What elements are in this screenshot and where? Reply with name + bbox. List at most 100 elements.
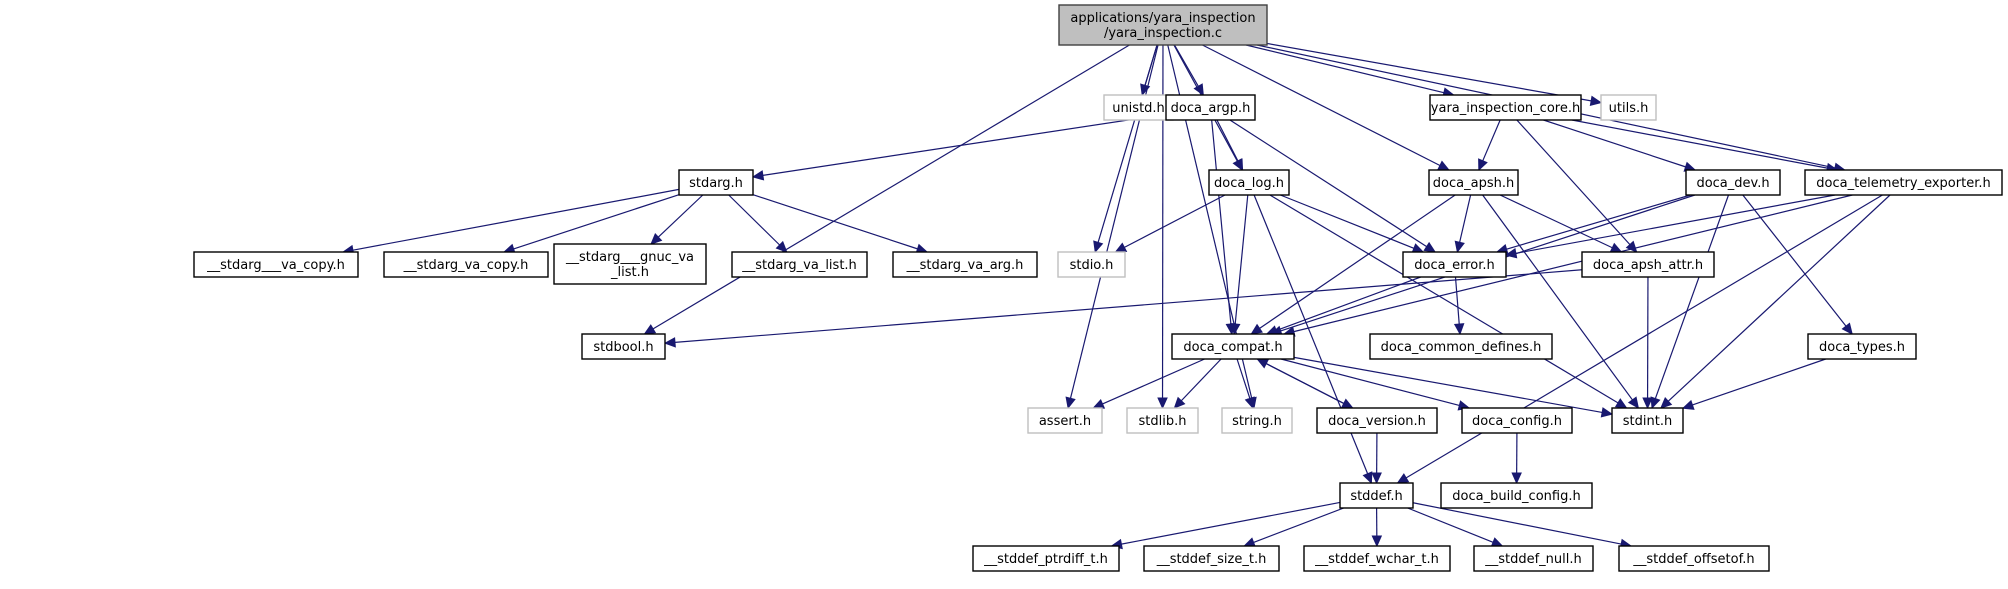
node-box[interactable] — [1618, 545, 1770, 572]
node-box[interactable] — [892, 251, 1038, 278]
edge-line — [1667, 194, 1891, 402]
node-box[interactable] — [1402, 251, 1507, 278]
node-stddef-offsetof-h[interactable]: __stddef_offsetof.h — [1618, 545, 1770, 572]
node-box[interactable] — [1461, 407, 1573, 434]
edge-line — [1499, 194, 1613, 249]
arrowhead-icon — [1423, 241, 1437, 253]
node-stddef-wchar-t-h[interactable]: __stddef_wchar_t.h — [1303, 545, 1451, 572]
node-label: __stdarg_va_copy.h — [403, 258, 529, 273]
node-box[interactable] — [1143, 545, 1280, 572]
edge-doca-error-to-doca-compat — [1265, 276, 1421, 336]
node-box[interactable] — [383, 251, 549, 278]
node-doca-common-defines-h[interactable]: doca_common_defines.h — [1369, 333, 1553, 360]
node-label: __stddef_offsetof.h — [1632, 552, 1754, 567]
edge-line — [1180, 358, 1222, 402]
edge-doca-error-to-doca-common — [1453, 276, 1465, 336]
node-box[interactable] — [581, 333, 666, 360]
edge-doca-dev-to-stdint — [1650, 194, 1730, 410]
node-box[interactable] — [1171, 333, 1295, 360]
node-box[interactable] — [1316, 407, 1438, 434]
node-label: __stdarg_va_list.h — [741, 258, 857, 273]
arrowhead-icon — [1841, 322, 1853, 335]
node-utils-h: utils.h — [1600, 94, 1657, 121]
edge-line — [1245, 44, 1445, 94]
node-label: doca_log.h — [1214, 176, 1284, 191]
node-box[interactable] — [1165, 94, 1256, 121]
edge-stddef-to-sptrdiff — [1110, 501, 1341, 550]
node-box[interactable] — [1339, 482, 1414, 509]
node-box[interactable] — [1440, 482, 1593, 509]
node-box[interactable] — [1303, 545, 1451, 572]
edge-doca-compat-to-string — [1236, 358, 1255, 410]
edge-line — [1543, 119, 1686, 168]
node-doca-apsh-h[interactable]: doca_apsh.h — [1428, 169, 1519, 196]
arrowhead-icon — [1411, 243, 1425, 254]
node-stdbool-h[interactable]: stdbool.h — [581, 333, 666, 360]
node-label: stdio.h — [1070, 258, 1114, 273]
node-label: assert.h — [1039, 414, 1091, 429]
node-box[interactable] — [1473, 545, 1594, 572]
edge-line — [1742, 194, 1847, 327]
node-label: stdint.h — [1623, 414, 1672, 429]
edge-doca-log-to-stdio — [1114, 194, 1226, 253]
node-stdarg-va-copy-h[interactable]: __stdarg___va_copy.h — [193, 251, 359, 278]
node-box[interactable] — [678, 169, 754, 196]
node-yara-inspection-core-h[interactable]: yara_inspection_core.h — [1429, 94, 1582, 121]
node-string-h: string.h — [1221, 407, 1293, 434]
edge-line — [1265, 363, 1353, 409]
node-doca-log-h[interactable]: doca_log.h — [1208, 169, 1290, 196]
node-box[interactable] — [1428, 169, 1519, 196]
node-stdarg-va-arg-h[interactable]: __stdarg_va_arg.h — [892, 251, 1038, 278]
node-doca-build-config-h[interactable]: doca_build_config.h — [1440, 482, 1593, 509]
node-label: doca_build_config.h — [1452, 489, 1580, 504]
node-box[interactable] — [972, 545, 1120, 572]
arrowhead-icon — [1600, 407, 1614, 418]
node-doca-version-h[interactable]: doca_version.h — [1316, 407, 1438, 434]
edge-stddef-to-ssize — [1243, 507, 1344, 548]
node-label: stddef.h — [1350, 489, 1402, 504]
node-box[interactable] — [1807, 333, 1917, 360]
node-doca-dev-h[interactable]: doca_dev.h — [1685, 169, 1781, 196]
node-doca-config-h[interactable]: doca_config.h — [1461, 407, 1573, 434]
node-doca-apsh-attr-h[interactable]: doca_apsh_attr.h — [1581, 251, 1715, 278]
edge-doca-argp-to-doca-log — [1216, 119, 1244, 172]
node-box[interactable] — [553, 243, 707, 285]
node-stddef-null-h[interactable]: __stddef_null.h — [1473, 545, 1594, 572]
node-stdarg-h[interactable]: stdarg.h — [678, 169, 754, 196]
node-box[interactable] — [731, 251, 868, 278]
edge-line — [1506, 194, 1691, 250]
node-stdarg-va-copy-h[interactable]: __stdarg_va_copy.h — [383, 251, 549, 278]
node-stddef-size-t-h[interactable]: __stddef_size_t.h — [1143, 545, 1280, 572]
node-box[interactable] — [1208, 169, 1290, 196]
node-label: doca_telemetry_exporter.h — [1816, 176, 1990, 191]
edge-stdarg-to-sgnuc — [650, 194, 704, 245]
arrowhead-icon — [1660, 396, 1673, 409]
node-stddef-ptrdiff-t-h[interactable]: __stddef_ptrdiff_t.h — [972, 545, 1120, 572]
node-stdarg-gnuc-va-list-h[interactable]: __stdarg___gnuc_va_list.h — [553, 243, 707, 285]
node-label: doca_compat.h — [1183, 340, 1282, 355]
node-doca-argp-h[interactable]: doca_argp.h — [1165, 94, 1256, 121]
node-box[interactable] — [1429, 94, 1582, 121]
node-stdarg-va-list-h[interactable]: __stdarg_va_list.h — [731, 251, 868, 278]
node-stdint-h[interactable]: stdint.h — [1611, 407, 1684, 434]
edge-line — [752, 194, 918, 250]
node-box[interactable] — [1581, 251, 1715, 278]
edge-doca-compat-to-stdlib — [1173, 358, 1222, 409]
node-box[interactable] — [1369, 333, 1553, 360]
node-box[interactable] — [1804, 169, 2003, 196]
arrowhead-icon — [1589, 95, 1603, 106]
edge-line — [728, 194, 781, 246]
node-doca-error-h[interactable]: doca_error.h — [1402, 251, 1507, 278]
edge-stddef-to-swchar — [1371, 507, 1383, 548]
node-doca-types-h[interactable]: doca_types.h — [1807, 333, 1917, 360]
arrowhead-icon — [1504, 248, 1518, 259]
node-doca-compat-h[interactable]: doca_compat.h — [1171, 333, 1295, 360]
edge-doca-dev-to-doca-error — [1495, 194, 1691, 255]
edge-doca-compat-to-assert — [1092, 358, 1205, 409]
node-box[interactable] — [1611, 407, 1684, 434]
node-box[interactable] — [1685, 169, 1781, 196]
node-stddef-h[interactable]: stddef.h — [1339, 482, 1414, 509]
node-label: stdlib.h — [1139, 414, 1187, 429]
node-doca-telemetry-exporter-h[interactable]: doca_telemetry_exporter.h — [1804, 169, 2003, 196]
node-box[interactable] — [193, 251, 359, 278]
